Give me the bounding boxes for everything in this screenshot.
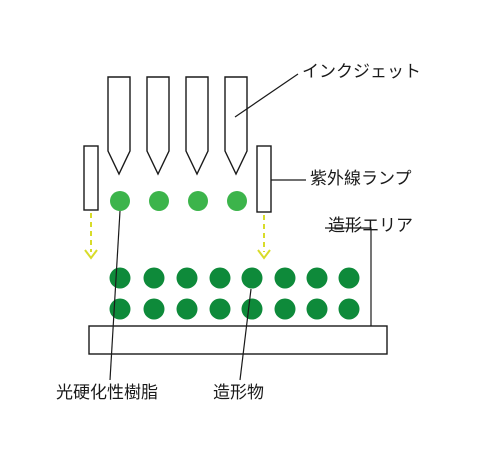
uv-arrowhead-right <box>257 249 271 260</box>
inkjet-nozzles <box>107 76 248 176</box>
inkjet-nozzle-1 <box>107 76 131 176</box>
deposited-dot <box>274 267 296 289</box>
deposited-dot <box>143 298 165 320</box>
deposited-dot <box>338 298 360 320</box>
label-uv-lamp: 紫外線ランプ <box>310 169 412 189</box>
deposited-dot <box>109 298 131 320</box>
leader-photocurable-resin <box>109 210 121 381</box>
deposited-dot <box>209 298 231 320</box>
build-platform <box>88 325 388 355</box>
droplet <box>149 191 169 211</box>
deposited-dot <box>109 267 131 289</box>
deposited-dot <box>241 298 263 320</box>
deposited-dot <box>176 267 198 289</box>
uv-light-arrows <box>84 213 271 260</box>
droplet <box>110 191 130 211</box>
leader-inkjet <box>234 73 299 118</box>
leader-lines <box>109 73 372 381</box>
inkjet-nozzle-2 <box>146 76 170 176</box>
uv-arrowhead-left <box>84 249 98 260</box>
deposited-dot <box>306 267 328 289</box>
droplet <box>188 191 208 211</box>
label-photocurable-resin: 光硬化性樹脂 <box>56 383 158 403</box>
deposited-dot <box>338 267 360 289</box>
leader-build-object <box>239 288 252 381</box>
uv-lamp-left <box>83 145 99 211</box>
deposited-dot <box>176 298 198 320</box>
label-build-object: 造形物 <box>213 383 264 403</box>
deposited-dot <box>209 267 231 289</box>
build-object-dots <box>109 267 360 320</box>
droplet <box>227 191 247 211</box>
label-inkjet: インクジェット <box>302 62 421 82</box>
deposited-dot <box>241 267 263 289</box>
uv-lamp-right <box>256 145 272 213</box>
leader-build-area <box>325 227 372 326</box>
deposited-dot <box>143 267 165 289</box>
inkjet-nozzle-3 <box>185 76 209 176</box>
resin-droplets <box>110 191 247 211</box>
deposited-dot <box>306 298 328 320</box>
deposited-dot <box>274 298 296 320</box>
inkjet-nozzle-4 <box>224 76 248 176</box>
label-build-area: 造形エリア <box>328 216 413 236</box>
